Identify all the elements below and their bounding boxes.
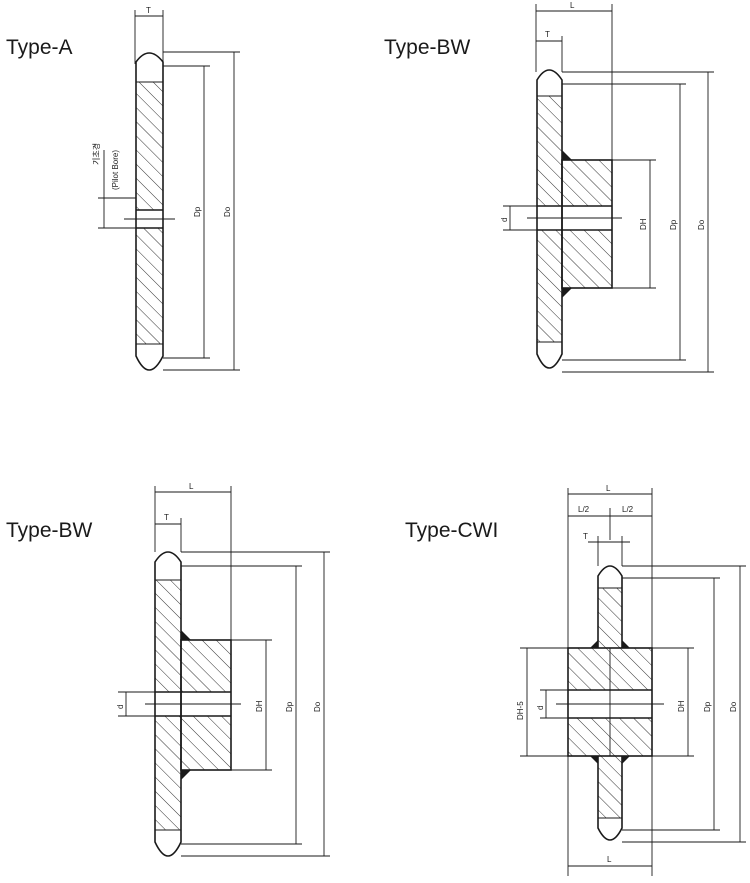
type-a-t-label: T — [146, 6, 151, 15]
type-cwi-l-bottom-label: L — [607, 855, 612, 864]
type-bw-2-l-label: L — [189, 482, 194, 491]
type-bw-1-title: Type-BW — [384, 36, 471, 59]
type-bw-2-dh-label: DH — [255, 700, 264, 712]
type-cwi-dh5-label: DH-5 — [516, 701, 525, 720]
type-bw-1-hub — [527, 150, 622, 298]
type-a-dp-label: Dp — [193, 206, 202, 217]
type-bw-2-title: Type-BW — [6, 519, 93, 542]
type-cwi-l-half-right-label: L/2 — [622, 505, 634, 514]
type-bw-2-diameter-dimensions: DH Dp Do — [181, 551, 330, 857]
type-cwi-d-label: d — [536, 706, 545, 710]
type-cwi-l-top-label: L — [606, 484, 611, 493]
type-bw-1-l-label: L — [570, 1, 575, 10]
type-bw-1-t-label: T — [545, 30, 550, 39]
type-cwi-diameter-dimensions: DH Dp Do — [622, 565, 746, 843]
type-a-diameter-dimensions: Dp Do — [163, 51, 240, 371]
type-a-title: Type-A — [6, 36, 73, 59]
type-bw-1-dh-label: DH — [639, 218, 648, 230]
type-bw-1-diameter-dimensions: DH Dp Do — [562, 71, 714, 373]
type-cwi-l-half-left-label: L/2 — [578, 505, 590, 514]
type-bw-1-bore-dimension: d — [500, 205, 537, 231]
type-bw-1-do-label: Do — [697, 219, 706, 230]
type-cwi-dp-label: Dp — [703, 701, 712, 712]
type-bw-2-d-label: d — [116, 705, 125, 709]
type-bw-2-bore-dimension: d — [116, 691, 155, 717]
type-bw-2-dp-label: Dp — [285, 701, 294, 712]
type-cwi-do-label: Do — [729, 701, 738, 712]
type-a-do-label: Do — [223, 206, 232, 217]
type-cwi-title: Type-CWI — [405, 519, 498, 542]
type-bw-2-length-dimensions: L T — [154, 482, 232, 640]
type-bw-1-length-dimensions: L T — [535, 1, 613, 160]
type-a-plate — [124, 52, 175, 371]
type-cwi-hub — [556, 640, 664, 764]
type-cwi-plate — [597, 565, 623, 841]
type-bw-1-d-label: d — [500, 218, 509, 222]
type-a-drawing: Type-A T 기초경 (Pilot — [6, 6, 240, 371]
type-a-pilot-bore-en-label: (Pilot Bore) — [111, 150, 120, 190]
type-cwi-dh-label: DH — [677, 700, 686, 712]
type-cwi-drawing: Type-CWI L L/2 L/2 T L — [405, 484, 746, 876]
type-cwi-left-dimensions: DH-5 d — [516, 647, 568, 757]
type-bw-2-hub — [145, 630, 241, 780]
type-bw-1-plate — [536, 69, 563, 369]
type-bw-2-do-label: Do — [313, 701, 322, 712]
type-bw-1-drawing: Type-BW L T — [384, 1, 714, 373]
type-bw-2-plate — [154, 551, 182, 857]
type-bw-2-drawing: Type-BW L T — [6, 482, 330, 857]
type-a-pilot-bore-kr-label: 기초경 — [91, 143, 101, 165]
type-cwi-t-label: T — [583, 532, 588, 541]
type-a-t-dimension: T — [134, 6, 164, 64]
type-bw-1-dp-label: Dp — [669, 219, 678, 230]
type-bw-2-t-label: T — [164, 513, 169, 522]
type-a-pilot-bore-dimension: 기초경 (Pilot Bore) — [91, 143, 136, 229]
